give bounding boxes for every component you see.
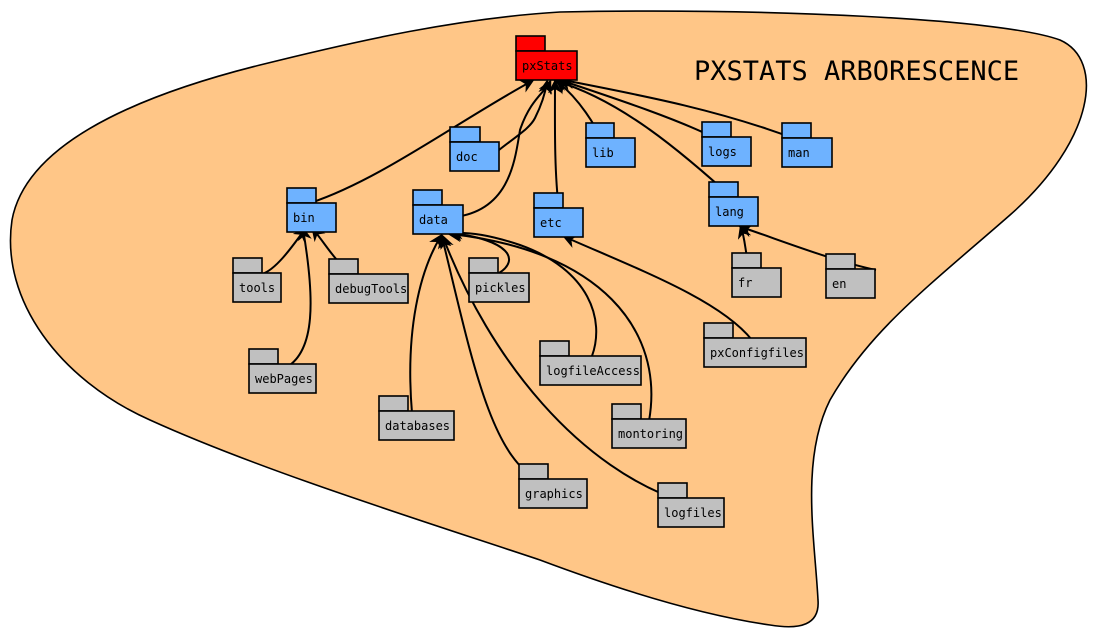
folder-icon-tab <box>585 122 615 139</box>
diagram-title: PXSTATS ARBORESCENCE <box>694 56 1019 87</box>
folder-icon <box>657 497 725 528</box>
folder-montoring[interactable]: montoring <box>611 403 687 449</box>
folder-label: en <box>832 277 846 291</box>
folder-label: man <box>788 146 810 160</box>
folder-lib[interactable]: lib <box>585 122 636 168</box>
folder-icon-tab <box>781 122 812 139</box>
folder-icon <box>468 272 530 303</box>
background-blob <box>9 10 1088 628</box>
folder-logfileAccess[interactable]: logfileAccess <box>539 340 642 386</box>
folder-label: logfileAccess <box>546 364 640 378</box>
folder-webPages[interactable]: webPages <box>248 348 317 394</box>
folder-icon <box>708 196 759 227</box>
folder-label: lib <box>592 146 614 160</box>
folder-label: etc <box>540 216 562 230</box>
folder-icon <box>703 337 807 368</box>
folder-icon-tab <box>515 35 546 52</box>
folder-pickles[interactable]: pickles <box>468 257 530 303</box>
folder-icon-tab <box>703 322 734 339</box>
folder-label: pickles <box>475 281 526 295</box>
folder-icon-tab <box>328 258 359 275</box>
folder-databases[interactable]: databases <box>378 395 455 441</box>
folder-logfiles[interactable]: logfiles <box>657 482 725 528</box>
folder-man[interactable]: man <box>781 122 833 168</box>
edge-databases-to-data <box>409 233 443 414</box>
folder-icon <box>533 207 584 238</box>
edge-pxConfigfiles-to-etc <box>562 235 753 341</box>
folder-icon <box>515 50 578 81</box>
folder-label: doc <box>456 150 478 164</box>
folder-icon-tab <box>539 340 570 357</box>
edge-data-to-pxStats <box>454 79 552 218</box>
folder-icon <box>412 204 464 235</box>
folder-label: pxStats <box>522 59 573 73</box>
edge-montoring-to-data <box>447 228 653 422</box>
edge-webPages-to-bin <box>286 226 312 368</box>
folder-label: debugTools <box>335 282 407 296</box>
edge-man-to-pxStats <box>560 75 799 141</box>
edges-layer <box>261 75 877 504</box>
folder-icon <box>286 202 337 233</box>
folder-icon-tab <box>412 189 443 206</box>
folder-icon-tab <box>232 257 263 274</box>
folder-icon <box>585 137 636 168</box>
folder-label: data <box>419 213 448 227</box>
folder-label: pxConfigfiles <box>710 346 804 360</box>
folder-icon <box>378 410 455 441</box>
folder-icon-tab <box>731 252 762 269</box>
folder-label: graphics <box>525 487 583 501</box>
folder-icon-tab <box>657 482 688 499</box>
folder-pxStats[interactable]: pxStats <box>515 35 578 81</box>
folder-icon <box>248 363 317 394</box>
folder-icon-tab <box>518 463 549 480</box>
folder-icon-tab <box>449 126 481 143</box>
folder-icon-tab <box>378 395 409 412</box>
folder-icon <box>781 137 833 168</box>
folder-icon <box>232 272 282 303</box>
folder-icon-tab <box>286 187 317 204</box>
folder-icon <box>449 141 500 172</box>
edge-logfiles-to-data <box>440 234 688 504</box>
edge-bin-to-pxStats <box>309 79 535 204</box>
folder-icon <box>539 355 642 386</box>
folder-icon-tab <box>248 348 279 365</box>
folder-tools[interactable]: tools <box>232 257 282 303</box>
folder-icon-tab <box>468 257 499 274</box>
folder-icon <box>611 418 687 449</box>
folder-icon-tab <box>533 192 564 209</box>
folder-label: bin <box>293 211 315 225</box>
folder-label: logs <box>708 145 737 159</box>
folder-logs[interactable]: logs <box>701 121 752 167</box>
folder-label: webPages <box>255 372 313 386</box>
folder-label: tools <box>239 281 275 295</box>
folder-en[interactable]: en <box>825 253 876 299</box>
folder-fr[interactable]: fr <box>731 252 782 298</box>
edge-en-to-lang <box>738 223 877 271</box>
folder-data[interactable]: data <box>412 189 464 235</box>
folder-icon <box>328 273 409 304</box>
folder-doc[interactable]: doc <box>449 126 500 172</box>
folder-bin[interactable]: bin <box>286 187 337 233</box>
folder-graphics[interactable]: graphics <box>518 463 588 509</box>
folder-label: montoring <box>618 427 683 441</box>
folder-pxConfigfiles[interactable]: pxConfigfiles <box>703 322 807 368</box>
folder-label: lang <box>715 205 744 219</box>
folder-label: databases <box>385 419 450 433</box>
folder-icon <box>701 136 752 167</box>
folder-lang[interactable]: lang <box>708 181 759 227</box>
folder-icon <box>731 267 782 298</box>
folder-icon-tab <box>708 181 739 198</box>
folder-icon <box>825 268 876 299</box>
folder-icon-tab <box>611 403 642 420</box>
folder-label: fr <box>738 276 752 290</box>
edge-logfileAccess-to-data <box>448 225 598 357</box>
folders-layer: pxStats doc lib logs man bin data etc lang tools d… <box>232 35 876 528</box>
folder-label: logfiles <box>664 506 722 520</box>
folder-etc[interactable]: etc <box>533 192 584 238</box>
folder-debugTools[interactable]: debugTools <box>328 258 409 304</box>
folder-icon <box>518 478 588 509</box>
folder-icon-tab <box>701 121 732 138</box>
folder-icon-tab <box>825 253 856 270</box>
